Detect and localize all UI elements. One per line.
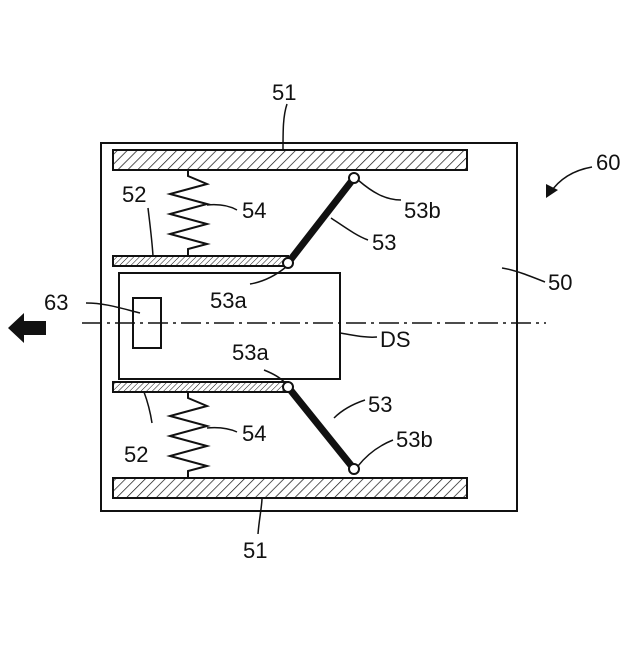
- link-53-top: [288, 178, 354, 263]
- leader-53-top: [331, 218, 368, 240]
- spring-54-bottom: [170, 392, 207, 478]
- label-53a-bottom: 53a: [232, 340, 269, 365]
- leader-53b-bottom: [358, 440, 393, 466]
- label-53b-top: 53b: [404, 198, 441, 223]
- label-60: 60: [596, 150, 620, 175]
- plate-52-top: [113, 256, 288, 266]
- label-52-bottom: 52: [124, 442, 148, 467]
- link-53-bottom: [288, 387, 354, 469]
- label-DS: DS: [380, 327, 411, 352]
- label-53-bottom: 53: [368, 392, 392, 417]
- label-63: 63: [44, 290, 68, 315]
- wall-51-bottom: [113, 478, 467, 498]
- label-51-top: 51: [272, 80, 296, 105]
- leader-52-bottom: [144, 392, 152, 423]
- leader-52-top: [148, 208, 153, 256]
- leader-53-bottom: [334, 400, 365, 418]
- pivot-53a-bottom: [283, 382, 293, 392]
- label-51-bottom: 51: [243, 538, 267, 563]
- label-53b-bottom: 53b: [396, 427, 433, 452]
- left-arrow-icon: [8, 313, 46, 343]
- leader-50: [502, 268, 545, 282]
- plate-52-bottom: [113, 382, 288, 392]
- leader-51-bottom: [258, 498, 262, 534]
- pivot-53b-top: [349, 173, 359, 183]
- leader-54-top: [207, 205, 237, 210]
- label-53-top: 53: [372, 230, 396, 255]
- wall-51-top: [113, 150, 467, 170]
- spring-54-top: [170, 170, 207, 256]
- label-50: 50: [548, 270, 572, 295]
- label-54-top: 54: [242, 198, 266, 223]
- label-52-top: 52: [122, 182, 146, 207]
- pivot-53a-top: [283, 258, 293, 268]
- leader-54-bottom: [207, 428, 237, 432]
- leader-DS: [340, 333, 377, 337]
- label-54-bottom: 54: [242, 421, 266, 446]
- label-53a-top: 53a: [210, 288, 247, 313]
- leader-60: [550, 167, 592, 193]
- leader-53b-top: [358, 180, 401, 200]
